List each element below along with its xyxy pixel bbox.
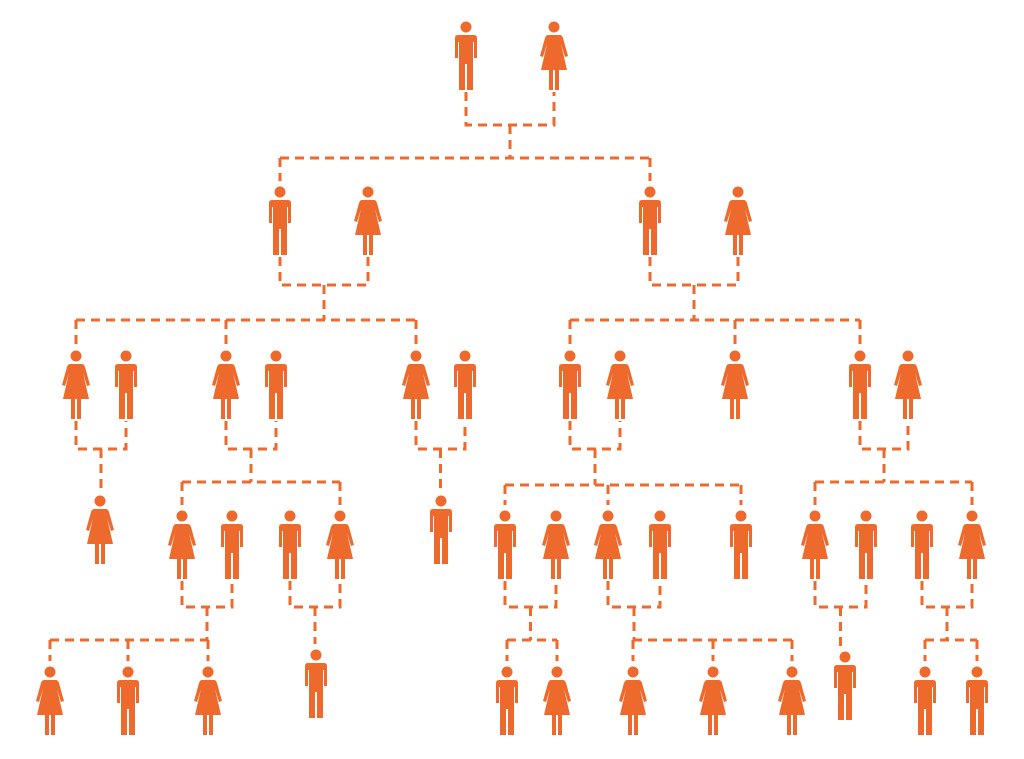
- male-person-icon: [494, 510, 516, 579]
- female-person-icon: [168, 510, 196, 579]
- male-person-icon: [269, 186, 291, 255]
- male-person-icon: [855, 510, 877, 579]
- female-person-icon: [543, 666, 571, 735]
- couple-connector: [278, 257, 370, 287]
- female-person-icon: [36, 666, 64, 735]
- couple-connector: [858, 421, 910, 451]
- male-person-icon: [455, 21, 477, 90]
- female-person-icon: [894, 350, 922, 419]
- couple-connector: [464, 92, 556, 127]
- female-person-icon: [354, 186, 382, 255]
- couple-connector: [813, 581, 868, 609]
- male-person-icon: [430, 495, 452, 564]
- couple-connector: [920, 581, 974, 609]
- female-person-icon: [721, 350, 749, 419]
- female-person-icon: [86, 495, 114, 564]
- couple-connector: [288, 581, 342, 609]
- male-person-icon: [966, 666, 988, 735]
- couple-connector: [414, 421, 467, 451]
- couple-connector: [568, 421, 622, 451]
- male-person-icon: [649, 510, 671, 579]
- connector-lines: [48, 92, 979, 661]
- male-person-icon: [639, 186, 661, 255]
- female-person-icon: [62, 350, 90, 419]
- female-person-icon: [801, 510, 829, 579]
- female-person-icon: [619, 666, 647, 735]
- male-person-icon: [849, 350, 871, 419]
- couple-connector: [503, 581, 558, 609]
- female-person-icon: [542, 510, 570, 579]
- male-person-icon: [265, 350, 287, 419]
- male-person-icon: [834, 651, 856, 720]
- male-person-icon: [911, 510, 933, 579]
- female-person-icon: [326, 510, 354, 579]
- male-person-icon: [496, 666, 518, 735]
- female-person-icon: [212, 350, 240, 419]
- male-person-icon: [305, 649, 327, 718]
- female-person-icon: [606, 350, 634, 419]
- male-person-icon: [730, 510, 752, 579]
- couple-connector: [648, 257, 740, 287]
- couple-connector: [224, 421, 278, 451]
- female-person-icon: [194, 666, 222, 735]
- couple-connector: [180, 581, 234, 609]
- female-person-icon: [540, 21, 568, 90]
- female-person-icon: [958, 510, 986, 579]
- female-person-icon: [402, 350, 430, 419]
- male-person-icon: [117, 666, 139, 735]
- couple-connector: [606, 581, 662, 609]
- male-person-icon: [115, 350, 137, 419]
- male-person-icon: [914, 666, 936, 735]
- male-person-icon: [454, 350, 476, 419]
- female-person-icon: [699, 666, 727, 735]
- female-person-icon: [724, 186, 752, 255]
- male-person-icon: [559, 350, 581, 419]
- people-figures: [36, 21, 988, 735]
- couple-connector: [74, 421, 128, 451]
- male-person-icon: [221, 510, 243, 579]
- male-person-icon: [279, 510, 301, 579]
- female-person-icon: [778, 666, 806, 735]
- female-person-icon: [594, 510, 622, 579]
